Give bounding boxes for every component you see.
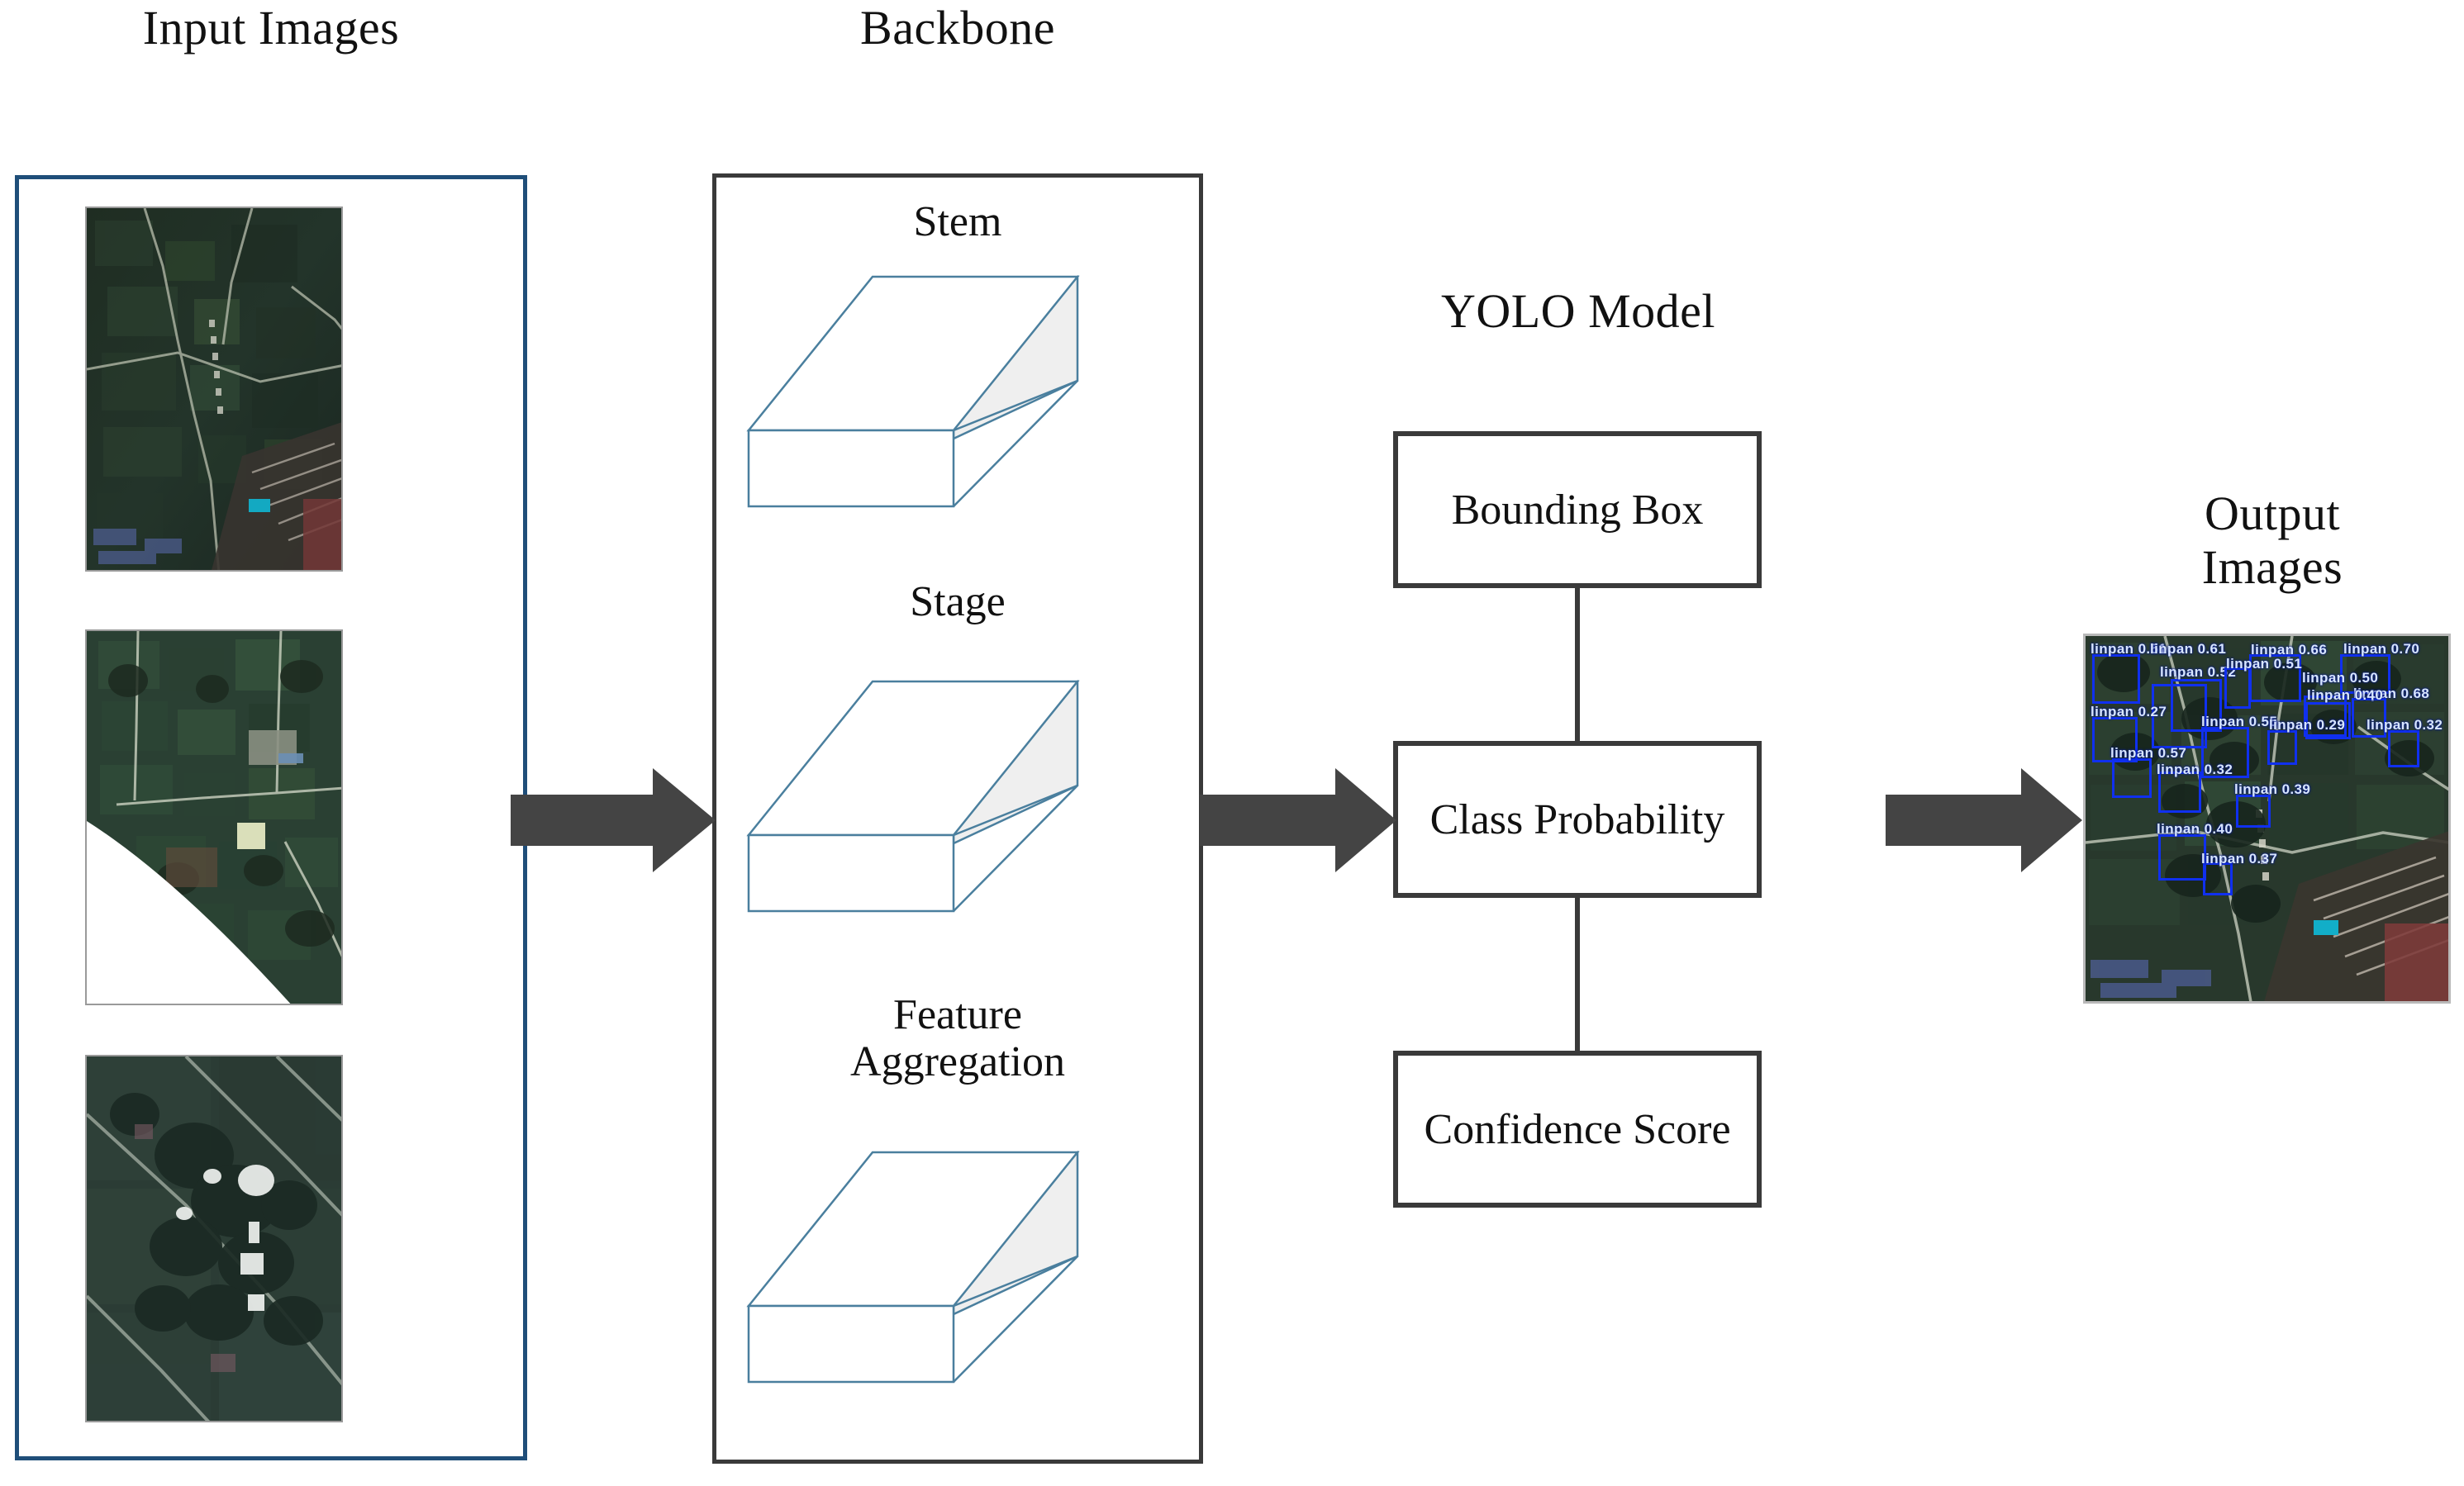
input-image-2[interactable] <box>85 629 343 1005</box>
detection-box <box>2236 795 2271 828</box>
detection-box <box>2203 862 2233 895</box>
detection-label: linpan 0.39 <box>2234 781 2311 797</box>
input-images-panel <box>15 175 527 1460</box>
detection-box <box>2158 834 2206 881</box>
detection-box <box>2224 667 2251 709</box>
yolo-box-bounding-box[interactable]: Bounding Box <box>1393 431 1762 588</box>
detection-box <box>2092 654 2140 704</box>
yolo-box-class-probability[interactable]: Class Probability <box>1393 741 1762 898</box>
yolo-model-title: YOLO Model <box>1440 284 1715 338</box>
detection-box <box>2201 727 2249 778</box>
backbone-stage-label-feature-aggregation: Feature Aggregation <box>850 991 1065 1086</box>
input-image-1[interactable] <box>85 207 343 572</box>
detection-label: linpan 0.61 <box>2150 641 2227 657</box>
backbone-title: Backbone <box>860 1 1055 55</box>
detection-label: linpan 0.51 <box>2091 641 2167 657</box>
arrow-yolo-to-output <box>1886 767 2084 874</box>
connector-class-probability-to-confidence-score <box>1575 898 1580 1051</box>
cube-3d-shape <box>746 1151 1080 1384</box>
detection-box <box>2305 702 2351 739</box>
input-images-title: Input Images <box>142 1 400 55</box>
aerial-photo-3 <box>87 1056 341 1421</box>
right-arrow-icon <box>1886 768 2082 872</box>
detection-label: linpan 0.40 <box>2307 687 2384 703</box>
detection-box <box>2267 730 2297 765</box>
detection-label: linpan 0.50 <box>2302 670 2379 686</box>
right-arrow-icon <box>1200 768 1396 872</box>
detection-label: linpan 0.32 <box>2366 717 2443 733</box>
aerial-photo-output <box>2086 636 2448 1001</box>
detection-box <box>2158 771 2201 813</box>
detection-label: linpan 0.51 <box>2226 656 2303 672</box>
detection-label: linpan 0.57 <box>2110 745 2187 761</box>
output-images-title: Output Images <box>2201 487 2343 594</box>
stage-cube-stem <box>740 268 1096 516</box>
detection-label: linpan 0.29 <box>2269 717 2346 733</box>
detection-label: linpan 0.37 <box>2201 851 2278 866</box>
backbone-stage-label-stage: Stage <box>910 578 1006 625</box>
detection-label: linpan 0.70 <box>2343 641 2420 657</box>
cube-3d-shape <box>746 680 1080 913</box>
detection-box <box>2112 758 2152 798</box>
yolo-box-confidence-score[interactable]: Confidence Score <box>1393 1051 1762 1208</box>
detection-label: linpan 0.55 <box>2201 714 2278 729</box>
detection-box <box>2304 696 2347 737</box>
detection-box <box>2152 684 2207 748</box>
input-image-3[interactable] <box>85 1055 343 1422</box>
right-arrow-icon <box>511 768 716 872</box>
detection-label: linpan 0.66 <box>2251 642 2328 658</box>
detection-label: linpan 0.40 <box>2157 821 2233 837</box>
stage-cube-feature-aggregation <box>740 1144 1096 1392</box>
detection-box <box>2340 654 2390 694</box>
backbone-stage-label-stem: Stem <box>913 198 1002 245</box>
connector-bounding-box-to-class-probability <box>1575 588 1580 741</box>
detection-label: linpan 0.27 <box>2091 704 2167 719</box>
detection-label: linpan 0.68 <box>2353 686 2430 701</box>
stage-cube-stage <box>740 673 1096 921</box>
detection-box <box>2352 698 2386 738</box>
aerial-photo-2 <box>87 631 341 1004</box>
detection-box <box>2171 679 2222 732</box>
aerial-photo-1 <box>87 208 341 570</box>
arrow-input-to-backbone <box>511 767 717 874</box>
detection-box <box>2388 730 2419 767</box>
detection-box <box>2092 717 2138 762</box>
cube-3d-shape <box>746 275 1080 508</box>
detection-label: linpan 0.32 <box>2157 762 2233 777</box>
detection-label: linpan 0.52 <box>2160 664 2237 680</box>
arrow-backbone-to-yolo <box>1200 767 1398 874</box>
